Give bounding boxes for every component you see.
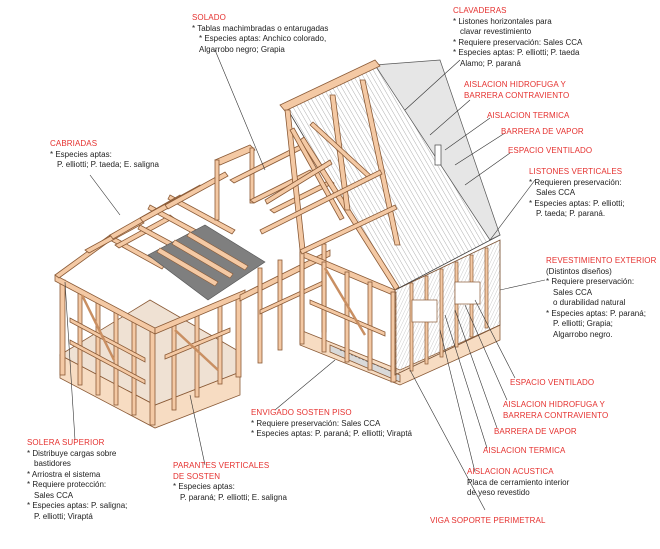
label-solera-superior-line: P. elliotti; Viraptá xyxy=(34,511,93,521)
label-aislacion-hidrofuga-bottom: AISLACION HIDROFUGA Y BARRERA CONTRAVIEN… xyxy=(503,400,608,421)
label-solado-line: * Especies aptas: Anchico colorado, xyxy=(199,34,327,43)
label-revestimiento-exterior: REVESTIMIENTO EXTERIOR (Distintos diseño… xyxy=(546,256,657,340)
label-clavaderas-line: * Especies aptas: P. elliotti; P. taeda xyxy=(453,48,580,57)
right-block-walls xyxy=(299,249,397,383)
label-parantes-title: DE SOSTEN xyxy=(173,471,221,481)
label-solera-superior-line: * Arriostra el sistema xyxy=(27,469,101,479)
label-clavaderas: CLAVADERAS * Listones horizontales para … xyxy=(453,6,582,69)
label-aislacion-termica-bottom: AISLACION TERMICA xyxy=(483,446,565,457)
label-listones-verticales-line: P. taeda; P. paraná. xyxy=(536,209,606,218)
right-block-trusses xyxy=(259,59,401,291)
label-barrera-vapor-title: BARRERA DE VAPOR xyxy=(501,127,584,136)
label-aislacion-termica-top: AISLACION TERMICA xyxy=(487,111,569,122)
label-aislacion-termica-title: AISLACION TERMICA xyxy=(483,446,566,455)
label-viga-soporte: VIGA SOPORTE PERIMETRAL xyxy=(430,516,546,527)
label-aislacion-acustica-line: Placa de cerramiento interior xyxy=(467,477,570,487)
label-parantes-title: PARANTES VERTICALES xyxy=(173,461,270,470)
label-solado-title: SOLADO xyxy=(192,13,226,22)
label-revestimiento-exterior-line: o durabilidad natural xyxy=(553,298,626,307)
label-aislacion-hidrofuga-title: AISLACION HIDROFUGA Y xyxy=(464,80,566,89)
label-cabriadas-line: P. elliotti; P. taeda; E. saligna xyxy=(57,160,159,169)
label-revestimiento-exterior-line: * Requiere preservación: xyxy=(546,277,635,286)
label-solera-superior-line: Sales CCA xyxy=(34,490,74,500)
label-aislacion-hidrofuga-title: BARRERA CONTRAVIENTO xyxy=(503,410,609,420)
label-listones-verticales-line: Sales CCA xyxy=(536,188,576,197)
label-aislacion-hidrofuga-title: AISLACION HIDROFUGA Y xyxy=(503,400,605,409)
label-revestimiento-exterior-line: (Distintos diseños) xyxy=(546,266,612,276)
label-espacio-ventilado-title: ESPACIO VENTILADO xyxy=(508,146,593,155)
label-envigado-title: ENVIGADO SOSTEN PISO xyxy=(251,408,352,417)
label-clavaderas-line: * Requiere preservación: Sales CCA xyxy=(453,37,583,47)
label-espacio-ventilado-top: ESPACIO VENTILADO xyxy=(508,146,592,157)
label-solera-superior-line: * Requiere protección: xyxy=(27,480,107,489)
label-solera-superior-line: bastidores xyxy=(34,459,71,468)
leader-lines xyxy=(64,49,546,511)
label-listones-verticales: LISTONES VERTICALES * Requieren preserva… xyxy=(529,167,624,220)
label-barrera-vapor-top: BARRERA DE VAPOR xyxy=(501,127,584,138)
label-revestimiento-exterior-line: * Especies aptas: P. paraná; xyxy=(546,308,646,318)
right-block-gable xyxy=(394,239,501,376)
label-solera-superior-line: * Distribuye cargas sobre xyxy=(27,448,117,458)
label-barrera-vapor-bottom: BARRERA DE VAPOR xyxy=(494,427,577,438)
label-solera-superior-line: * Especies aptas: P. saligna; xyxy=(27,501,128,510)
label-aislacion-hidrofuga-top: AISLACION HIDROFUGA Y BARRERA CONTRAVIEN… xyxy=(464,80,569,101)
label-envigado: ENVIGADO SOSTEN PISO * Requiere preserva… xyxy=(251,408,412,440)
label-revestimiento-exterior-line: Sales CCA xyxy=(553,287,593,297)
label-espacio-ventilado-title: ESPACIO VENTILADO xyxy=(510,378,595,387)
label-revestimiento-exterior-title: REVESTIMIENTO EXTERIOR xyxy=(546,256,657,265)
label-solera-superior-title: SOLERA SUPERIOR xyxy=(27,438,105,447)
label-clavaderas-title: CLAVADERAS xyxy=(453,6,507,15)
label-cabriadas: CABRIADAS * Especies aptas: P. elliotti;… xyxy=(50,139,159,171)
label-cabriadas-title: CABRIADAS xyxy=(50,139,98,148)
label-solado-line: Algarrobo negro; Grapia xyxy=(199,44,285,54)
label-parantes: PARANTES VERTICALES DE SOSTEN * Especies… xyxy=(173,461,287,503)
label-cabriadas-line: * Especies aptas: xyxy=(50,149,112,159)
label-listones-verticales-line: * Especies aptas: P. elliotti; xyxy=(529,198,625,208)
label-aislacion-acustica: AISLACION ACUSTICA Placa de cerramiento … xyxy=(467,467,569,499)
label-solado: SOLADO * Tablas machimbradas o entarugad… xyxy=(192,13,328,55)
label-clavaderas-line: * Listones horizontales para xyxy=(453,16,552,26)
label-clavaderas-line: clavar revestimiento xyxy=(460,27,532,36)
label-parantes-line: * Especies aptas: xyxy=(173,482,235,491)
label-viga-soporte-title: VIGA SOPORTE PERIMETRAL xyxy=(430,516,546,525)
label-parantes-line: P. paraná; P. elliotti; E. saligna xyxy=(180,492,287,502)
label-envigado-line: * Especies aptas: P. paraná; P. elliotti… xyxy=(251,429,412,438)
label-revestimiento-exterior-line: P. elliotti; Grapia; xyxy=(553,319,613,328)
label-aislacion-acustica-line: de yeso revestido xyxy=(467,488,530,497)
roof-rafters-over-panel xyxy=(156,231,249,287)
left-wing-frame xyxy=(54,274,246,429)
label-listones-verticales-line: * Requieren preservación: xyxy=(529,177,622,187)
label-envigado-line: * Requiere preservación: Sales CCA xyxy=(251,418,381,428)
label-barrera-vapor-title: BARRERA DE VAPOR xyxy=(494,427,577,436)
label-espacio-ventilado-bottom: ESPACIO VENTILADO xyxy=(510,378,594,389)
label-revestimiento-exterior-line: Algarrobo negro. xyxy=(553,329,613,339)
label-solado-line: * Tablas machimbradas o entarugadas xyxy=(192,23,329,33)
label-listones-verticales-title: LISTONES VERTICALES xyxy=(529,167,623,176)
label-solera-superior: SOLERA SUPERIOR * Distribuye cargas sobr… xyxy=(27,438,127,522)
label-aislacion-hidrofuga-title: BARRERA CONTRAVIENTO xyxy=(464,90,570,100)
label-aislacion-termica-title: AISLACION TERMICA xyxy=(487,111,570,120)
label-clavaderas-line: Alamo; P. paraná xyxy=(460,58,521,68)
label-aislacion-acustica-title: AISLACION ACUSTICA xyxy=(467,467,554,476)
